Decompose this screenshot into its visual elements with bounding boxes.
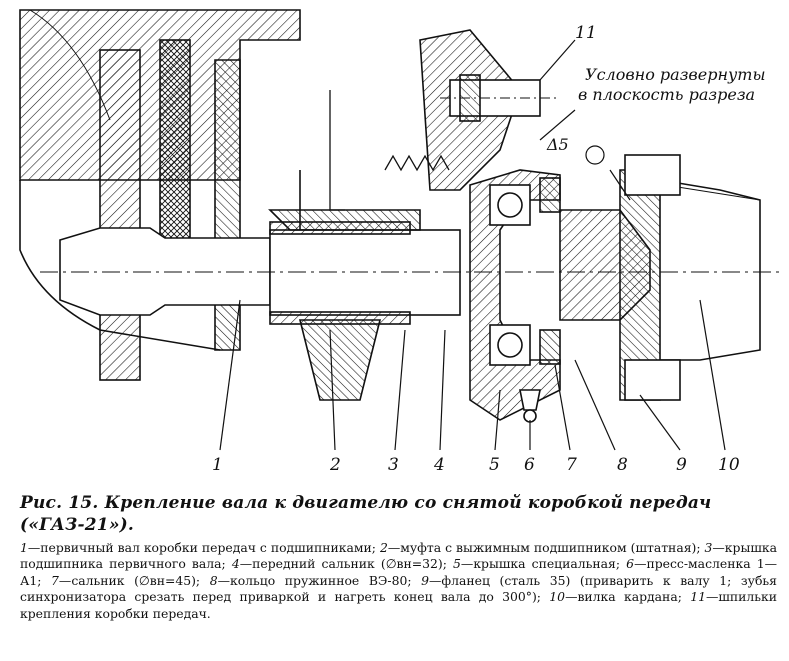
cardan-fork [659, 179, 761, 361]
figure-caption: Рис. 15. Крепление вала к двигателю со с… [20, 493, 712, 535]
legend-number: 8 [209, 572, 218, 588]
part-number: 11 [575, 23, 597, 43]
legend-number: 2 [379, 540, 388, 555]
part-number: 8 [617, 455, 628, 475]
part-number: 7 [566, 455, 577, 475]
legend-text: —муфта с выжимным подшипником (штатная); [387, 540, 705, 555]
legend-text: —пресс-масленка 1—А1; [20, 556, 778, 588]
legend-text: —вилка кардана; [565, 589, 691, 605]
legend-text: —передний сальник (∅вн=32); [239, 556, 454, 572]
legend-number: 1 [20, 540, 28, 555]
legend-number: 6 [626, 556, 635, 572]
legend-text: —сальник (∅вн=45); [58, 572, 210, 588]
section-note-line1: Условно развернуты [585, 65, 765, 84]
spring [384, 154, 450, 172]
part-number: 6 [524, 455, 535, 475]
legend-number: 4 [231, 556, 240, 572]
legend-text: —фланец (сталь 35) (приварить к валу 1; … [20, 572, 777, 605]
legend-text: —первичный вал коробки передач с подшипн… [27, 540, 380, 555]
legend-text: —шпильки крепления коробки передач. [20, 589, 778, 621]
legend-text: —кольцо пружинное ВЭ-80; [217, 572, 422, 588]
legend-text: —крышка подшипника первичного вала; [20, 540, 777, 572]
technical-drawing: 1 2 3 4 5 6 7 8 9 10 11 Условно разверну… [19, 9, 780, 475]
part-number: 9 [676, 455, 687, 475]
part-number: 2 [329, 455, 341, 475]
legend-number: 9 [421, 572, 429, 588]
legend-number: 11 [690, 589, 706, 605]
legend-number: 3 [704, 540, 713, 555]
gap-label: Δ5 [546, 135, 569, 154]
figure-legend: 1—первичный вал коробки передач с подшип… [20, 540, 777, 622]
grease-nipple [519, 389, 541, 411]
flywheel [99, 49, 141, 381]
part-number: 10 [718, 455, 740, 475]
oil-seal [539, 177, 561, 213]
legend-number: 7 [51, 572, 59, 588]
legend-text: —крышка специальная; [460, 556, 627, 572]
part-number: 4 [433, 455, 445, 475]
legend-number: 10 [549, 589, 566, 605]
part-number: 1 [212, 455, 223, 475]
legend-number: 5 [453, 556, 461, 572]
part-number: 3 [388, 455, 399, 475]
part-number: 5 [489, 455, 500, 475]
release-coupling [268, 209, 421, 231]
section-note-line2: в плоскость разреза [578, 85, 755, 104]
